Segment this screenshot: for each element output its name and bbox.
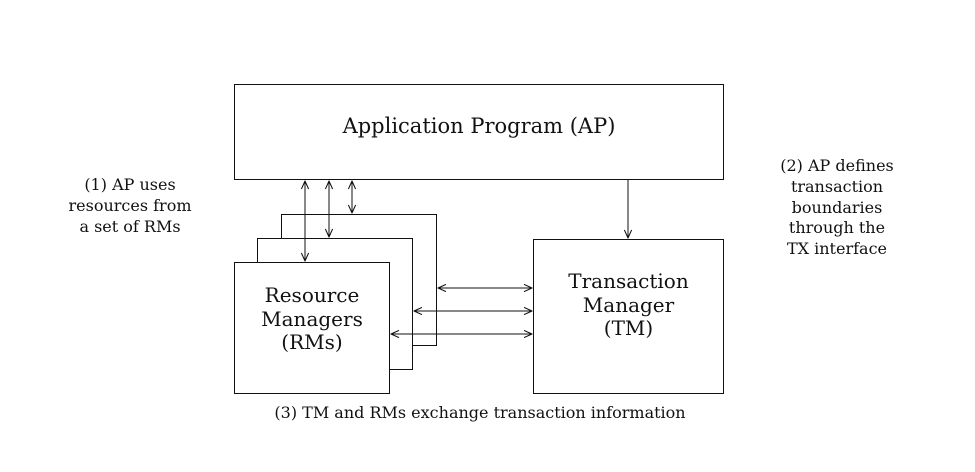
note-ap-defines-boundaries: (2) AP defines transaction boundaries th… [780, 156, 894, 259]
resource-managers-label: Resource Managers (RMs) [261, 283, 363, 355]
transaction-manager-label: Transaction Manager (TM) [568, 269, 689, 341]
application-program-label: Application Program (AP) [342, 114, 616, 138]
rm-box-front [234, 262, 390, 394]
note-ap-uses-rms: (1) AP uses resources from a set of RMs [68, 175, 192, 236]
transaction-manager-box [533, 239, 724, 394]
application-program-box [234, 84, 724, 180]
note-tm-rms-exchange: (3) TM and RMs exchange transaction info… [274, 403, 686, 422]
